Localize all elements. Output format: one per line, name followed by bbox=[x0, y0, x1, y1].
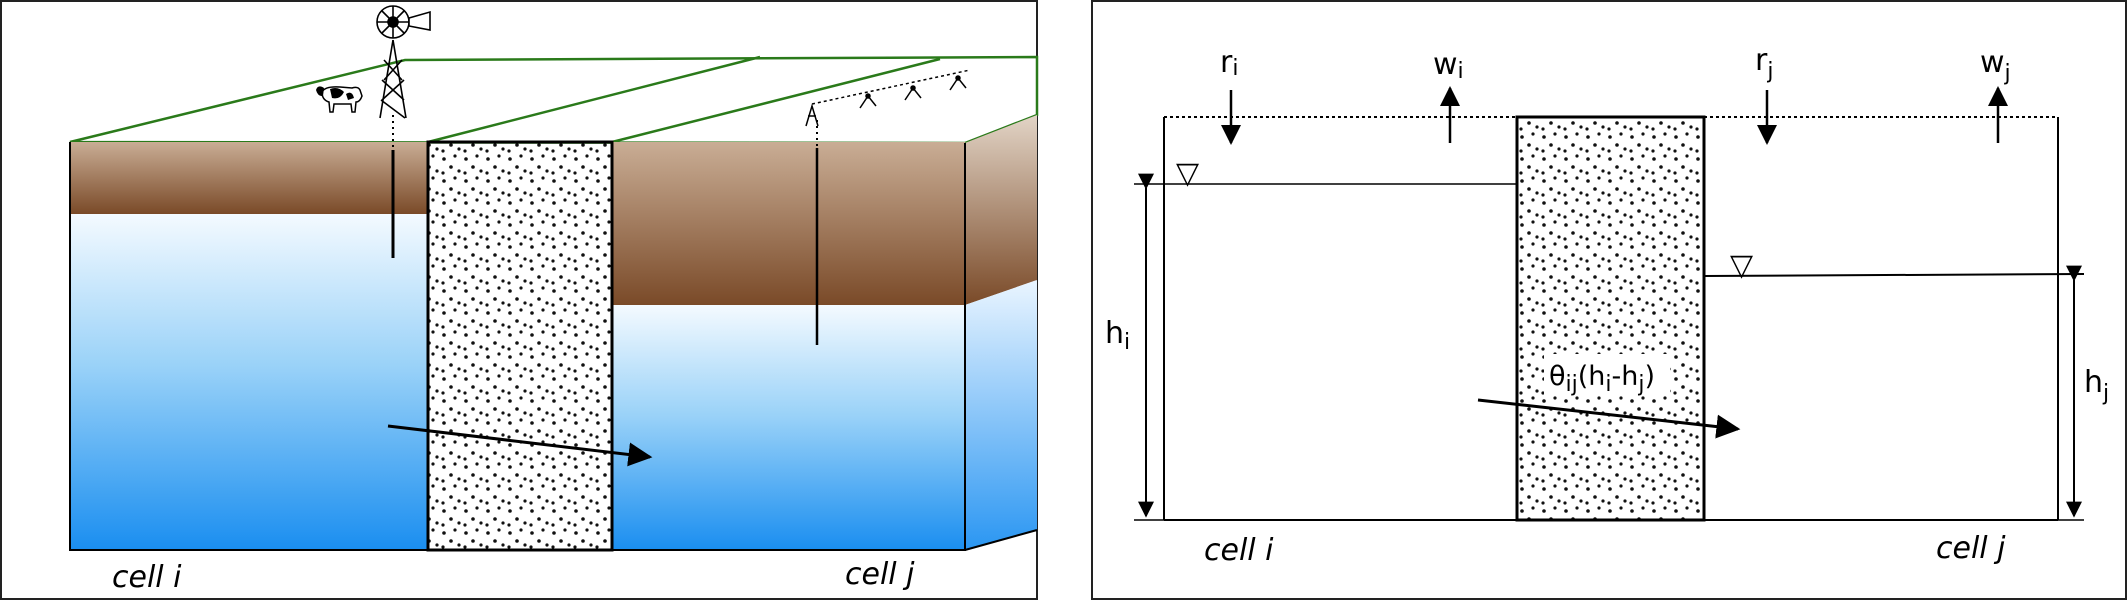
water-table-j-symbol: ▽ bbox=[1730, 248, 1753, 283]
cell-i-label-left: cell i bbox=[112, 560, 182, 595]
center-pivot-irrigation-icon bbox=[805, 69, 971, 127]
soil-side-face bbox=[965, 115, 1037, 305]
withdrawal-j-label: wj bbox=[1980, 45, 2011, 86]
block-outline bbox=[69, 142, 966, 551]
cell-j-soil bbox=[612, 142, 965, 305]
cell-i-label-right: cell i bbox=[1204, 533, 1274, 568]
cell-i-water bbox=[70, 214, 428, 550]
right-panel: ▽ ▽ ri wi rj wj hi hj θij(hi-hj) cell i … bbox=[1091, 0, 2127, 600]
water-table-i-symbol: ▽ bbox=[1176, 156, 1199, 191]
aquifer-barrier-column bbox=[426, 140, 614, 552]
cell-j-label-right: cell j bbox=[1936, 531, 2006, 566]
flow-label-background bbox=[1544, 354, 1670, 396]
cell-j-water bbox=[612, 305, 965, 550]
land-parcel-line-1 bbox=[427, 55, 761, 144]
left-panel: cell i cell j bbox=[0, 0, 1039, 600]
cell-j-label-left: cell j bbox=[845, 557, 915, 592]
water-table-j bbox=[1703, 273, 2085, 277]
windmill-icon bbox=[376, 5, 431, 119]
aquifer-barrier-column-right bbox=[1517, 117, 1704, 520]
cell-i-soil bbox=[70, 142, 428, 214]
withdrawal-i-label: wi bbox=[1433, 47, 1464, 84]
head-i-label: hi bbox=[1105, 316, 1130, 355]
flow-arrow-right bbox=[1477, 398, 1741, 439]
cow-icon bbox=[316, 86, 363, 113]
recharge-j-label: rj bbox=[1755, 43, 1773, 84]
recharge-i-label: ri bbox=[1220, 45, 1238, 81]
flow-arrow-left bbox=[387, 424, 653, 467]
land-parcel-line-2 bbox=[611, 57, 941, 144]
water-side-face bbox=[965, 280, 1037, 550]
head-j-label: hj bbox=[2084, 365, 2109, 406]
flow-label: θij(hi-hj) bbox=[1549, 361, 1655, 397]
